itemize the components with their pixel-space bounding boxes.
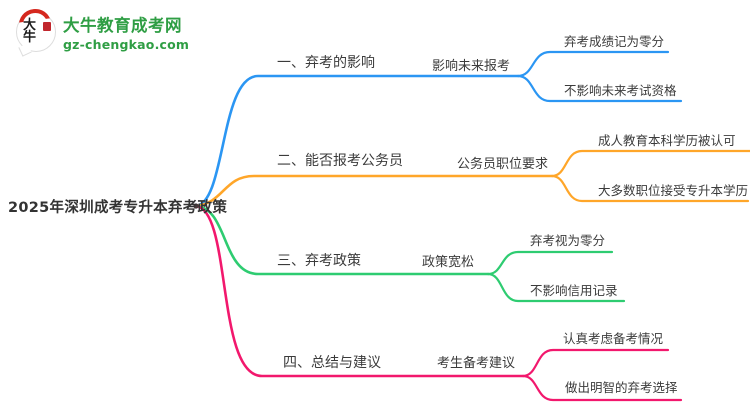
branch-2-child-2-line (550, 174, 750, 203)
logo-mark: 大牛 (16, 12, 56, 57)
branch-1-child-1-line (516, 50, 670, 78)
branch-3-child-1-line (486, 250, 614, 276)
branch-3-sub-label: 政策宽松 (422, 255, 475, 270)
branch-4-label: 四、总结与建议 (283, 355, 381, 371)
branch-4-child-1-line (521, 348, 670, 378)
branch-4-child-2-line (521, 374, 683, 402)
branch-1-child-1-label: 弃考成绩记为零分 (564, 34, 665, 49)
branch-2-child-2-label: 大多数职位接受专升本学历 (598, 183, 749, 198)
branch-1-child-2-label: 不影响未来考试资格 (564, 83, 677, 98)
site-name: 大牛教育成考网 (63, 16, 182, 35)
logo-seal-icon (43, 22, 51, 31)
site-logo: 大牛 大牛教育成考网 gz-chengkao.com (16, 12, 189, 57)
branch-1-label: 一、弃考的影响 (277, 55, 375, 71)
site-url: gz-chengkao.com (63, 37, 190, 52)
branch-2-label: 二、能否报考公务员 (277, 153, 403, 169)
branch-1-line (194, 74, 520, 208)
branch-2-sub-label: 公务员职位要求 (457, 157, 549, 172)
branch-2-line (194, 174, 554, 208)
branch-4-child-1-label: 认真考虑备考情况 (563, 331, 664, 346)
branch-2-child-1-line (550, 149, 750, 178)
branch-4-child-2-label: 做出明智的弃考选择 (565, 380, 678, 395)
branch-4-sub-label: 考生备考建议 (437, 356, 516, 371)
branch-3-child-1-label: 弃考视为零分 (530, 233, 606, 248)
branch-3-child-2-line (486, 272, 626, 303)
logo-text: 大牛教育成考网 gz-chengkao.com (63, 12, 189, 52)
root-junction-dot (193, 203, 199, 209)
branch-4-line (194, 204, 525, 378)
branch-2-child-1-label: 成人教育本科学历被认可 (598, 133, 736, 148)
branch-1-sub-label: 影响未来报考 (432, 59, 511, 74)
logo-characters: 大牛 (23, 18, 37, 46)
branch-3-child-2-label: 不影响信用记录 (530, 283, 618, 298)
branch-3-label: 三、弃考政策 (277, 253, 361, 269)
branch-1-child-2-line (516, 74, 683, 103)
branch-3-line (194, 204, 490, 276)
root-node-label: 2025年深圳成考专升本弃考政策 (8, 200, 228, 216)
